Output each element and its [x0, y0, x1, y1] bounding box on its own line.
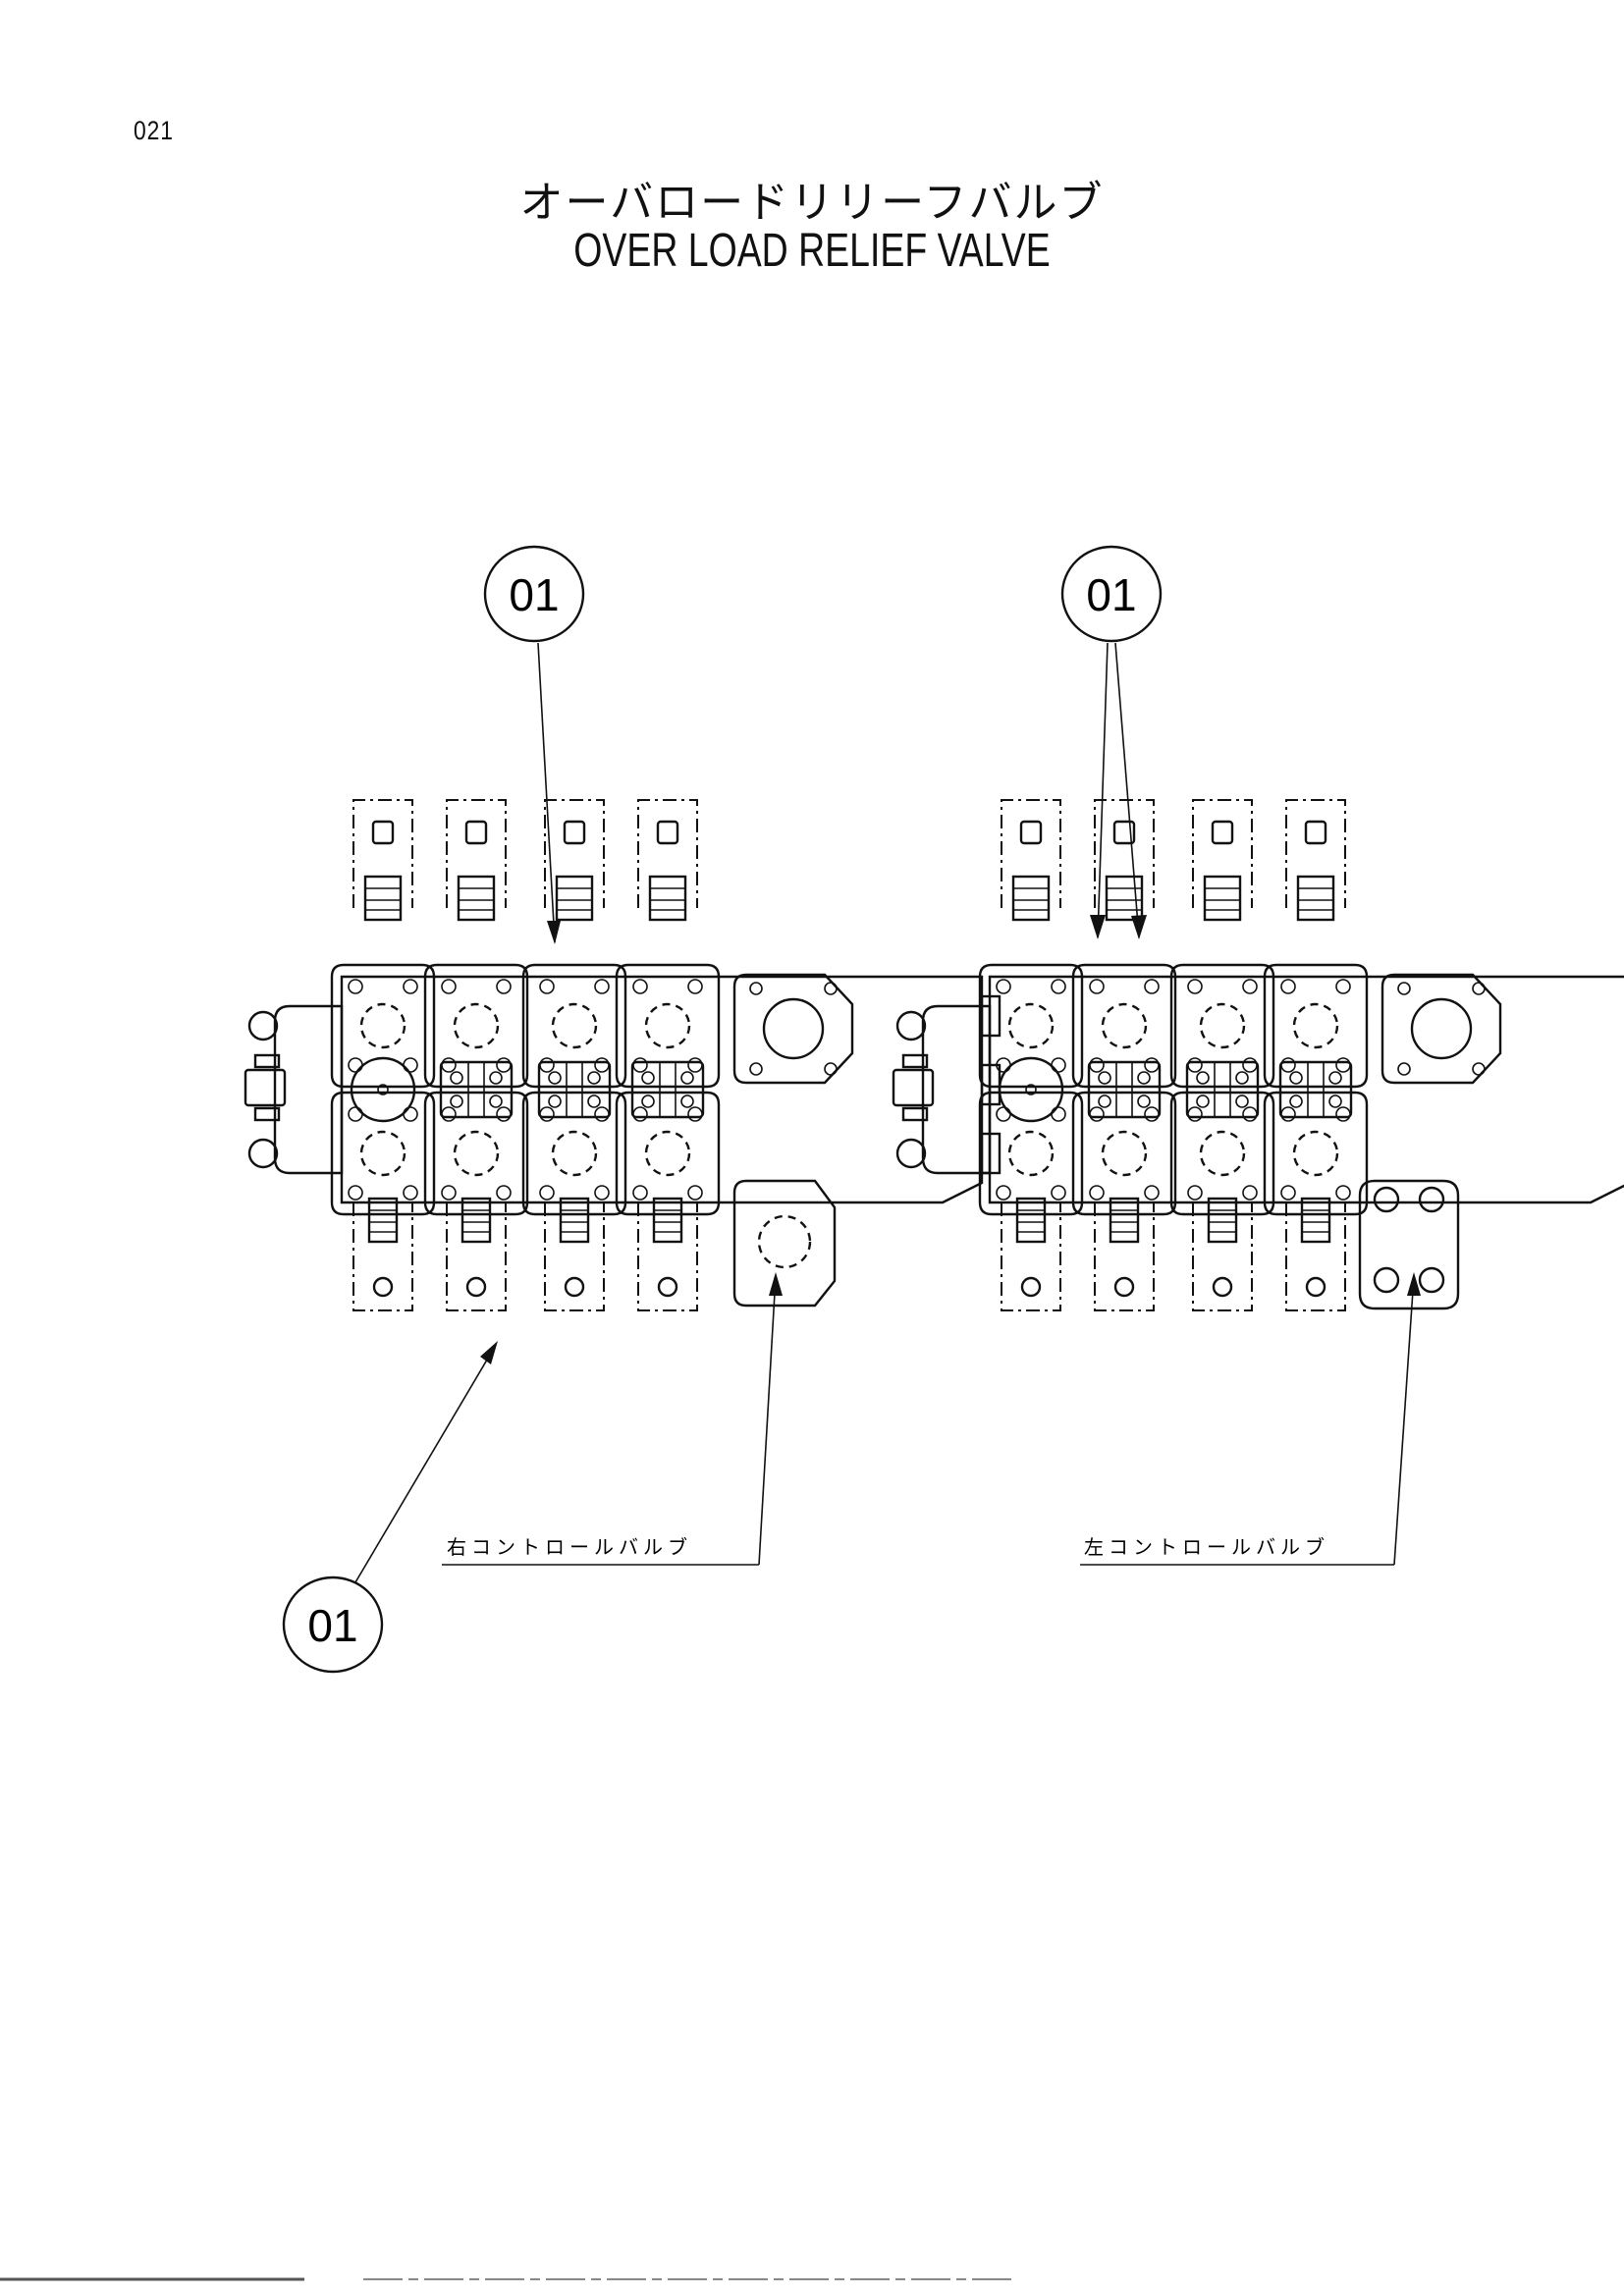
svg-text:01: 01 — [509, 569, 559, 620]
page-title-english: OVER LOAD RELIEF VALVE — [573, 225, 1051, 277]
page-number: 021 — [134, 116, 174, 145]
svg-text:右コントロールバルブ: 右コントロールバルブ — [447, 1535, 692, 1559]
caption-left-valve: 左コントロールバルブ — [1080, 1272, 1421, 1566]
svg-text:01: 01 — [307, 1600, 357, 1651]
svg-text:左コントロールバルブ: 左コントロールバルブ — [1084, 1535, 1329, 1559]
callout-right-top: 01 — [483, 545, 585, 944]
page-title-japanese: オーバロードリリーフバルブ — [519, 178, 1105, 228]
caption-right-valve: 右コントロールバルブ — [442, 1272, 783, 1566]
right-control-valve-drawing — [245, 800, 1000, 1310]
callout-right-bottom: 01 — [282, 1341, 498, 1674]
left-control-valve-drawing — [893, 800, 1624, 1310]
svg-text:01: 01 — [1086, 569, 1136, 620]
callout-left-top: 01 — [1060, 545, 1163, 939]
